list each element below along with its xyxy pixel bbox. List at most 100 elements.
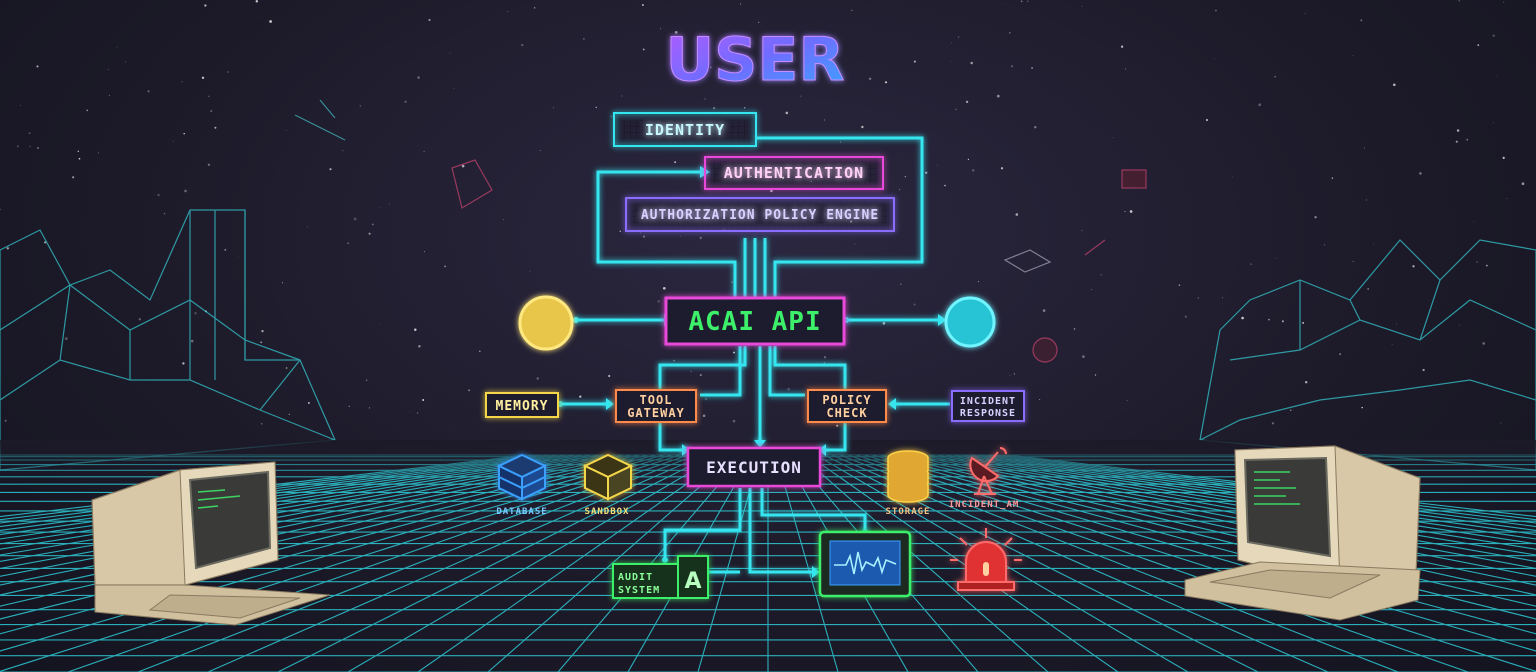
star: [731, 281, 734, 283]
star: [1281, 320, 1284, 323]
star: [1090, 289, 1092, 291]
response-label: RESPONSE: [960, 408, 1016, 419]
star: [758, 21, 760, 24]
star: [977, 281, 979, 283]
grid-line: [0, 454, 617, 570]
grid-line: [0, 454, 625, 577]
star: [610, 115, 613, 118]
star: [416, 412, 419, 414]
star: [1339, 353, 1341, 355]
star: [1275, 257, 1277, 259]
star: [1232, 176, 1234, 178]
star: [1482, 342, 1486, 345]
grid-line: [0, 454, 577, 540]
star: [261, 329, 264, 333]
authorization-label: AUTHORIZATION POLICY ENGINE: [641, 208, 879, 223]
grid-line: [903, 454, 1536, 586]
star: [904, 176, 906, 178]
star: [823, 355, 827, 359]
sandbox-icon: [582, 453, 634, 501]
star: [1476, 261, 1478, 263]
star: [1352, 260, 1354, 262]
star: [1492, 34, 1495, 37]
star: [743, 107, 746, 109]
grid-line: [959, 454, 1536, 540]
star: [365, 379, 368, 382]
authentication-label: AUTHENTICATION: [724, 164, 864, 182]
star: [503, 219, 504, 220]
star: [699, 374, 702, 377]
star: [260, 341, 263, 344]
star: [1004, 2, 1006, 4]
star: [1304, 13, 1306, 14]
star: [444, 265, 446, 268]
star: [307, 402, 310, 404]
star: [1000, 167, 1004, 170]
star: [1360, 19, 1363, 22]
star: [709, 66, 712, 69]
gateway-label: GATEWAY: [627, 406, 685, 420]
star: [539, 150, 541, 151]
star: [306, 226, 309, 228]
audit-badge-icon: A: [684, 569, 701, 594]
star: [1506, 198, 1508, 199]
star: [97, 152, 99, 154]
grid-line: [417, 454, 729, 672]
star: [680, 235, 681, 237]
check-label: CHECK: [826, 406, 867, 420]
star: [1305, 381, 1308, 384]
star: [1197, 297, 1199, 299]
star: [409, 410, 411, 412]
star: [36, 65, 39, 68]
grid-line: [0, 454, 585, 545]
star: [1289, 409, 1292, 411]
star: [1486, 264, 1488, 267]
star: [861, 125, 864, 129]
star: [699, 236, 703, 240]
star: [184, 189, 187, 193]
star: [839, 141, 841, 143]
star: [944, 184, 946, 187]
star: [348, 405, 350, 407]
star: [6, 247, 9, 250]
audit-label: AUDIT: [618, 572, 653, 583]
star: [712, 106, 716, 110]
star: [418, 345, 421, 348]
star: [1500, 422, 1502, 424]
star: [461, 164, 465, 168]
star: [147, 90, 150, 93]
star: [260, 423, 263, 425]
grid-line: [967, 454, 1536, 536]
star: [1396, 323, 1397, 325]
star: [116, 46, 118, 48]
wireframe-mountains-right: [1199, 239, 1536, 471]
star: [1477, 44, 1480, 46]
storage-icon: [887, 450, 929, 503]
star: [957, 36, 960, 38]
star: [329, 168, 332, 171]
star: [868, 77, 872, 81]
star: [1178, 284, 1181, 287]
acai-api-label: ACAI API: [688, 307, 821, 337]
star: [1271, 422, 1275, 425]
star: [1459, 324, 1460, 326]
star: [1100, 274, 1102, 276]
star: [1361, 406, 1363, 409]
star: [534, 7, 536, 9]
star: [72, 176, 75, 179]
star: [1422, 368, 1425, 372]
grid-line: [0, 454, 673, 652]
star: [1008, 32, 1011, 34]
star: [353, 217, 357, 221]
star: [1120, 45, 1124, 48]
star: [662, 286, 666, 290]
star: [210, 110, 213, 113]
star: [29, 145, 31, 147]
star: [608, 374, 611, 378]
star: [899, 189, 901, 191]
star: [767, 56, 771, 59]
star: [785, 111, 789, 115]
star: [64, 337, 68, 340]
star: [955, 108, 957, 111]
star: [1258, 103, 1262, 107]
